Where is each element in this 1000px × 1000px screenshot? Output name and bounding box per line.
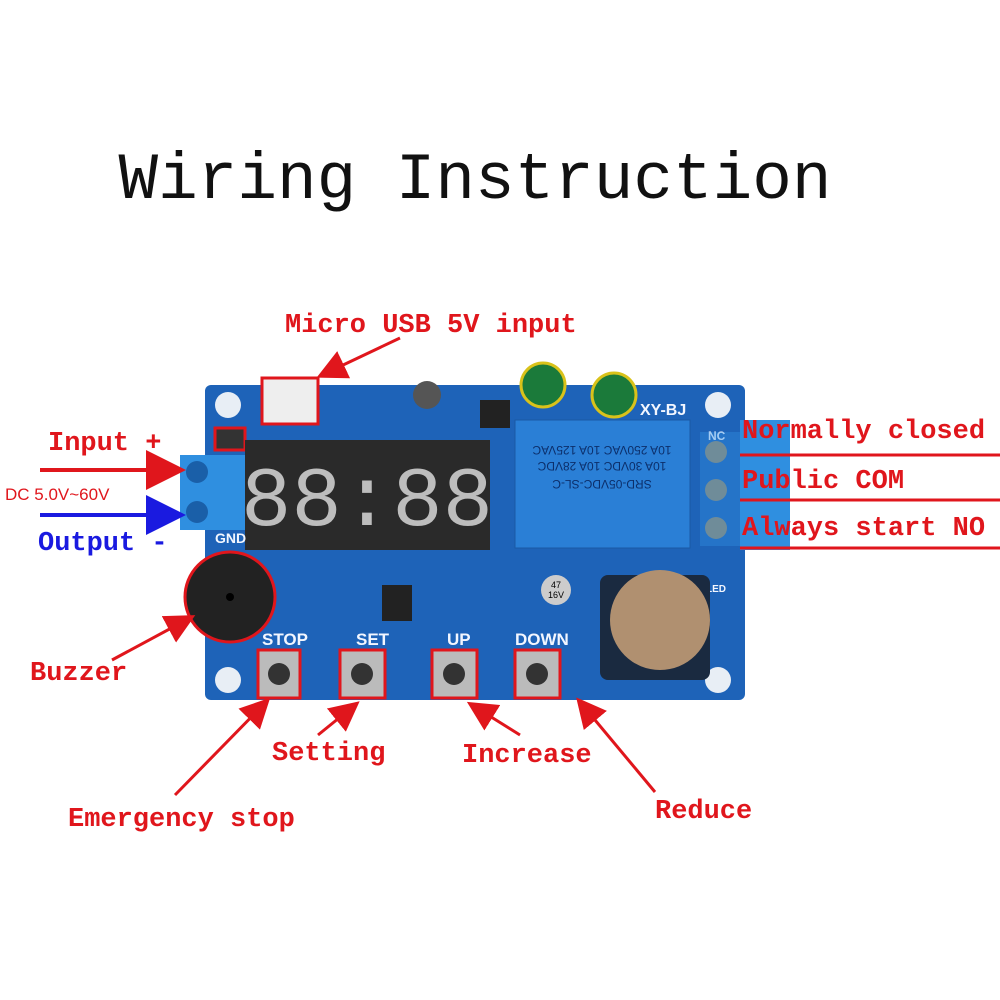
relay <box>514 419 691 549</box>
label-input-plus: Input + <box>48 429 161 459</box>
nc-label: NC <box>708 429 726 443</box>
gnd-label: GND <box>215 530 246 546</box>
label-emergency-stop: Emergency stop <box>68 805 295 835</box>
button-set[interactable]: SET <box>338 630 390 700</box>
button-down-label: DOWN <box>515 630 569 649</box>
relay-model-text: SRD-05VDC-SL-C <box>552 477 652 491</box>
capacitor-value: 47 <box>551 580 561 590</box>
capacitor-voltage: 16V <box>548 590 564 600</box>
mount-hole <box>215 667 241 693</box>
label-buzzer: Buzzer <box>30 659 127 689</box>
relay-terminal <box>740 420 790 550</box>
label-normally-closed: Normally closed <box>742 417 985 447</box>
battery-holder <box>610 570 710 670</box>
pcb-board: 88:88 SRD-05VDC-SL-C 10A 30VDC 10A 28VDC… <box>180 361 790 700</box>
page-title: Wiring Instruction <box>119 143 832 218</box>
mount-hole <box>705 667 731 693</box>
button-set-label: SET <box>356 630 390 649</box>
button-stop-label: STOP <box>262 630 308 649</box>
label-always-start-no: Always start NO <box>742 514 985 544</box>
arrow-usb <box>316 336 401 379</box>
label-dc-range: DC 5.0V~60V <box>5 485 110 504</box>
label-output-minus: Output - <box>38 529 168 559</box>
label-public-com: Public COM <box>742 467 904 497</box>
button-stop[interactable]: STOP <box>256 630 308 700</box>
relay-rating-text: 10A 250VAC 10A 125VAC <box>532 443 671 457</box>
display-digits: 88:88 <box>241 456 493 551</box>
seven-segment-display <box>245 440 490 550</box>
label-usb: Micro USB 5V input <box>285 311 577 341</box>
label-increase: Increase <box>462 741 592 771</box>
mount-hole <box>215 392 241 418</box>
label-reduce: Reduce <box>655 797 752 827</box>
led-label: LED <box>706 584 726 595</box>
relay-rating-text: 10A 30VDC 10A 28VDC <box>537 459 666 473</box>
mount-hole <box>705 392 731 418</box>
micro-usb-port <box>260 376 320 426</box>
model-label: XY-BJ <box>640 402 686 419</box>
label-setting: Setting <box>272 739 385 769</box>
button-down[interactable]: DOWN <box>513 630 569 700</box>
button-up[interactable]: UP <box>430 630 479 700</box>
button-up-label: UP <box>447 630 471 649</box>
